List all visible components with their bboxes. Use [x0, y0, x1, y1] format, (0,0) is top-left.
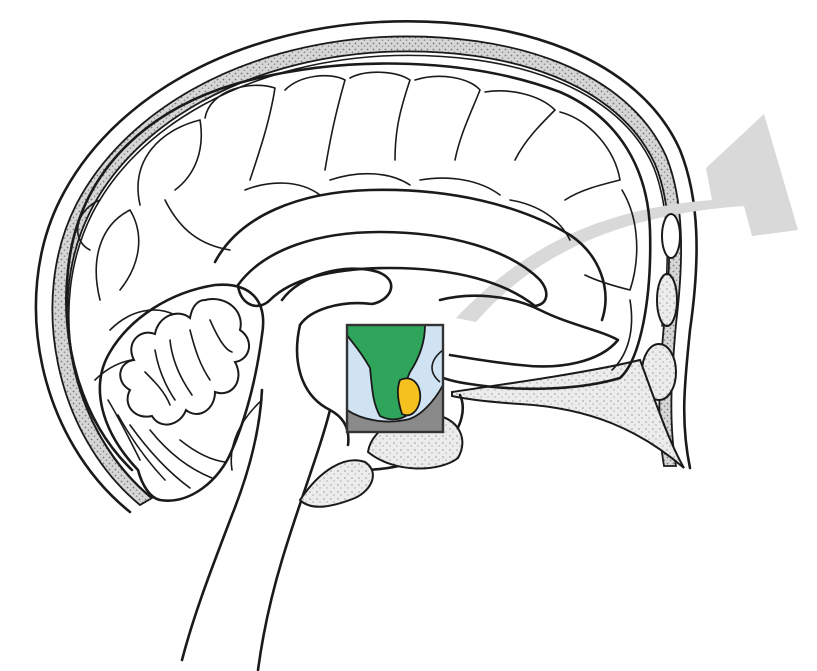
sinus-2 — [657, 274, 677, 326]
brainstem-front — [258, 410, 330, 670]
sinuses — [642, 214, 680, 400]
pointer-arrow — [456, 114, 798, 322]
clivus — [300, 460, 373, 506]
thalamus — [297, 325, 348, 445]
cerebellum — [100, 285, 263, 501]
fornix — [282, 269, 391, 325]
brainstem-back — [182, 390, 262, 660]
frontal-base — [440, 296, 618, 367]
sinus-1 — [662, 214, 680, 258]
highlight-box — [347, 325, 443, 432]
region-yellow — [398, 378, 420, 415]
